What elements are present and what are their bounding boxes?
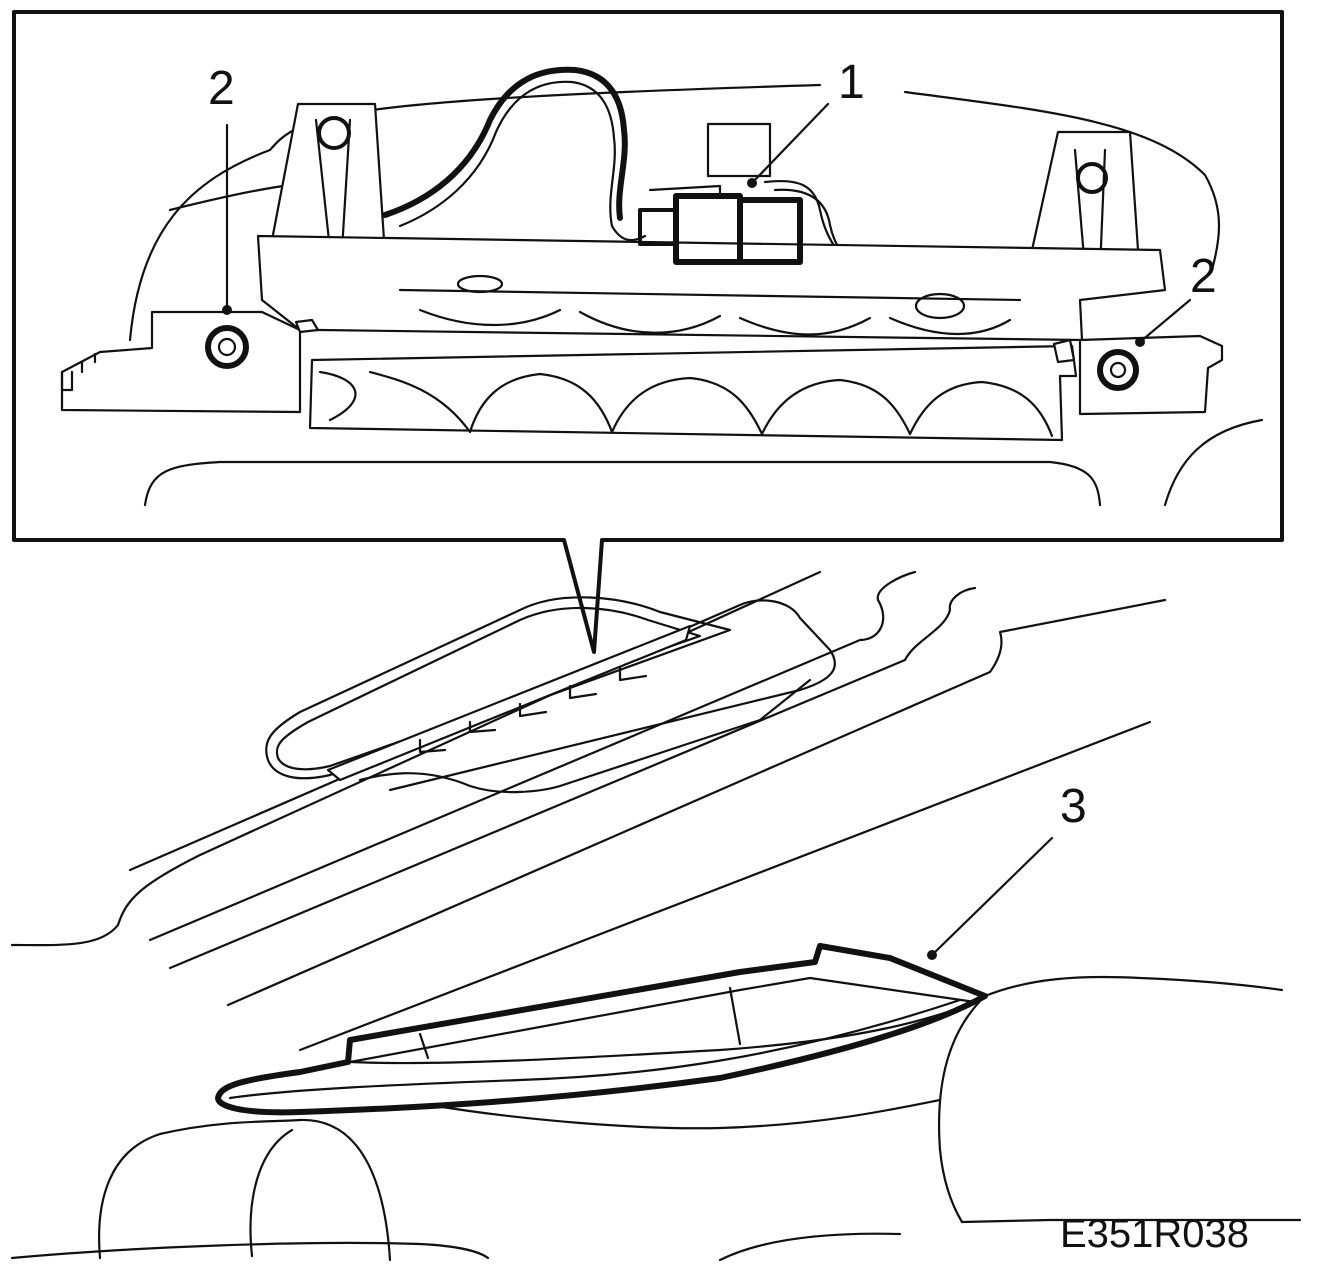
figure-code: E351R038 <box>1060 1212 1249 1256</box>
trim-panel-lip <box>228 998 962 1100</box>
roof-line-4 <box>168 586 977 970</box>
bracket-left-slot <box>314 118 352 252</box>
detail-inset <box>12 10 1284 654</box>
seat-curve <box>428 1098 942 1130</box>
lamp-recess-inner <box>275 606 702 771</box>
clip-right <box>1052 338 1076 364</box>
lamp-recess-outline <box>265 596 732 780</box>
lamp-led-ticks <box>418 666 648 754</box>
trim-panel-rib <box>418 986 742 1060</box>
roof-contour <box>128 83 1221 342</box>
lamp-lens-main <box>326 624 692 782</box>
trim-panel-inner <box>348 976 977 1065</box>
pillar-right <box>937 975 1302 1224</box>
connector-plug <box>638 208 678 246</box>
reflector-top-lobes <box>398 288 1022 336</box>
clip-left <box>294 318 320 334</box>
bracket-right-hole <box>1076 162 1108 194</box>
callout-3-label: 3 <box>1060 780 1087 833</box>
lamp-housing-lower <box>60 310 302 414</box>
step-detail-left <box>60 352 97 392</box>
callout-3: 3 <box>927 780 1087 960</box>
headlining-opening <box>143 460 1102 507</box>
connector-latch <box>648 184 722 198</box>
callout-1: 1 <box>747 56 865 188</box>
lamp-housing-top <box>256 234 1167 342</box>
callout-2-left-label: 2 <box>208 62 235 115</box>
connector-bracket <box>706 122 772 178</box>
cable-harness-inner <box>398 80 616 228</box>
cable-harness <box>382 66 628 221</box>
callout-2-right-label: 2 <box>1190 250 1217 303</box>
callout-1-label: 1 <box>838 56 865 109</box>
trim-panel <box>215 943 988 1116</box>
roof-line-2 <box>128 599 836 872</box>
recess-tray <box>358 678 812 794</box>
roof-line-5 <box>226 598 1167 1007</box>
roof-line-3 <box>148 570 917 942</box>
roof-line-outer <box>10 570 822 947</box>
bracket-left <box>270 102 386 242</box>
connector-housing <box>737 197 803 265</box>
bracket-left-hole <box>317 116 351 150</box>
callout-2-right: 2 <box>1135 250 1217 347</box>
inset-frame <box>12 10 1284 654</box>
headrest-left-inner <box>249 1128 294 1258</box>
lamp-housing-right-end <box>1078 334 1224 416</box>
floor-curve <box>10 1232 902 1262</box>
lens-right <box>914 292 966 320</box>
roof-line-6 <box>298 720 1152 1052</box>
reflector-teeth <box>318 370 1054 438</box>
callout-2-left: 2 <box>208 62 235 315</box>
headrest-left <box>98 1118 392 1262</box>
trim-edge-right <box>1163 418 1264 507</box>
lens-left <box>456 274 504 294</box>
mount-hole-left <box>205 325 249 369</box>
main-view <box>10 570 1302 1262</box>
mount-hole-right <box>1097 349 1139 391</box>
